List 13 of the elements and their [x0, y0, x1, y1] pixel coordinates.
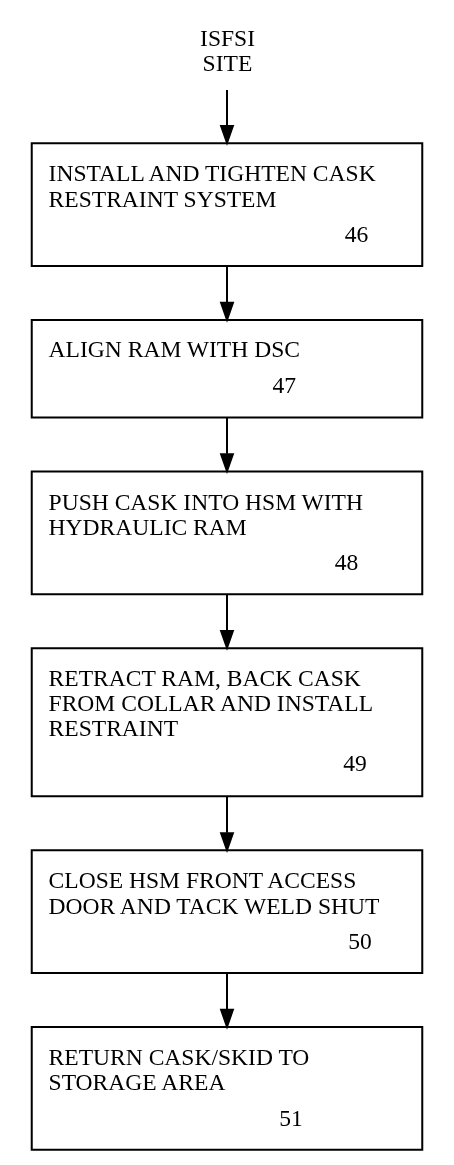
node-box: PUSH CASK INTO HSM WITH HYDRAULIC RAM 48 [30, 470, 424, 596]
node-box: CLOSE HSM FRONT ACCESS DOOR AND TACK WELD SHUT 50 [30, 849, 424, 975]
arrow [219, 90, 235, 146]
node-box: INSTALL AND TIGHTEN CASK RESTRAINT SYSTEM 46 [30, 142, 424, 268]
arrow [219, 973, 235, 1030]
arrow [219, 796, 235, 854]
node-box: ALIGN RAM WITH DSC 47 [30, 318, 424, 419]
node-box: RETRACT RAM, BACK CASK FROM COLLAR AND INSTALL RESTRAINT 49 [30, 647, 424, 798]
arrow [219, 417, 235, 475]
arrow [219, 594, 235, 651]
node-box: RETURN CASK/SKID TO STORAGE AREA 51 [30, 1025, 424, 1151]
arrow [219, 266, 235, 323]
node-text: ISFSI SITE [200, 24, 256, 77]
